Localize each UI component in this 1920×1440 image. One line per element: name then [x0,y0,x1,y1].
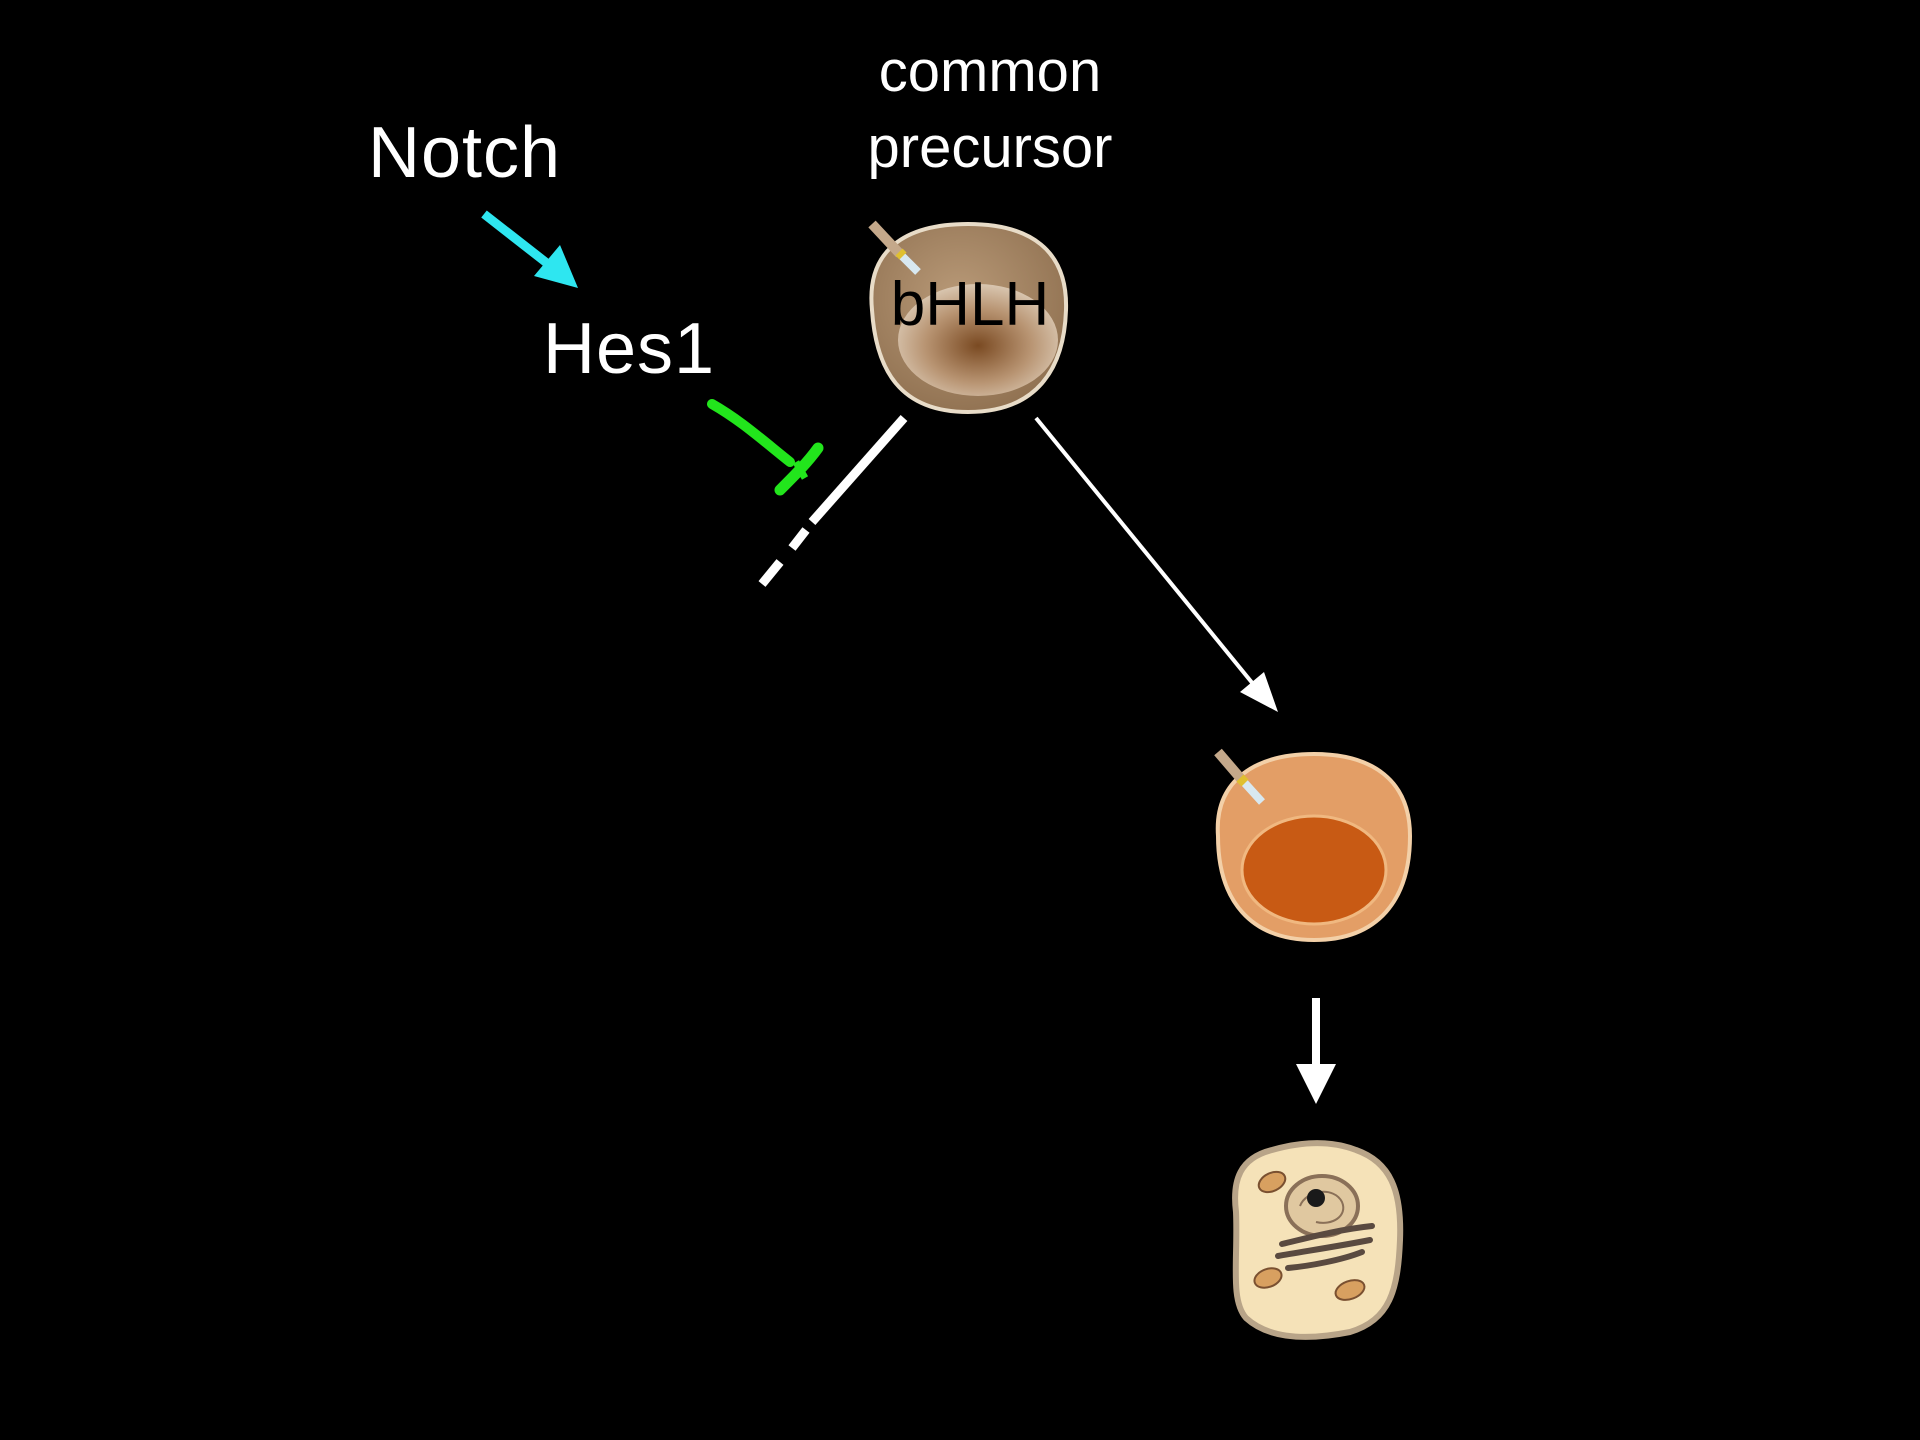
blocked-branch-line [758,415,908,587]
precursor-label-line2: precursor [867,115,1113,180]
precursor-to-committed-arrow [1034,416,1278,712]
notch-label: Notch [368,113,562,193]
committed-probe-icon [1214,748,1265,805]
precursor-cell-icon [869,221,1069,415]
bhlh-label: bHLH [891,270,1050,339]
hes1-label: Hes1 [543,309,716,389]
notch-to-hes1-arrow [481,210,578,288]
committed-to-mature-arrow [1296,998,1336,1104]
precursor-probe-icon [868,220,921,275]
committed-cell-icon [1215,751,1413,943]
precursor-label: common precursor [840,34,1140,186]
hes1-inhibition-bar [707,399,824,496]
precursor-label-line1: common [878,39,1102,104]
differentiated-cell-icon [1232,1140,1404,1340]
